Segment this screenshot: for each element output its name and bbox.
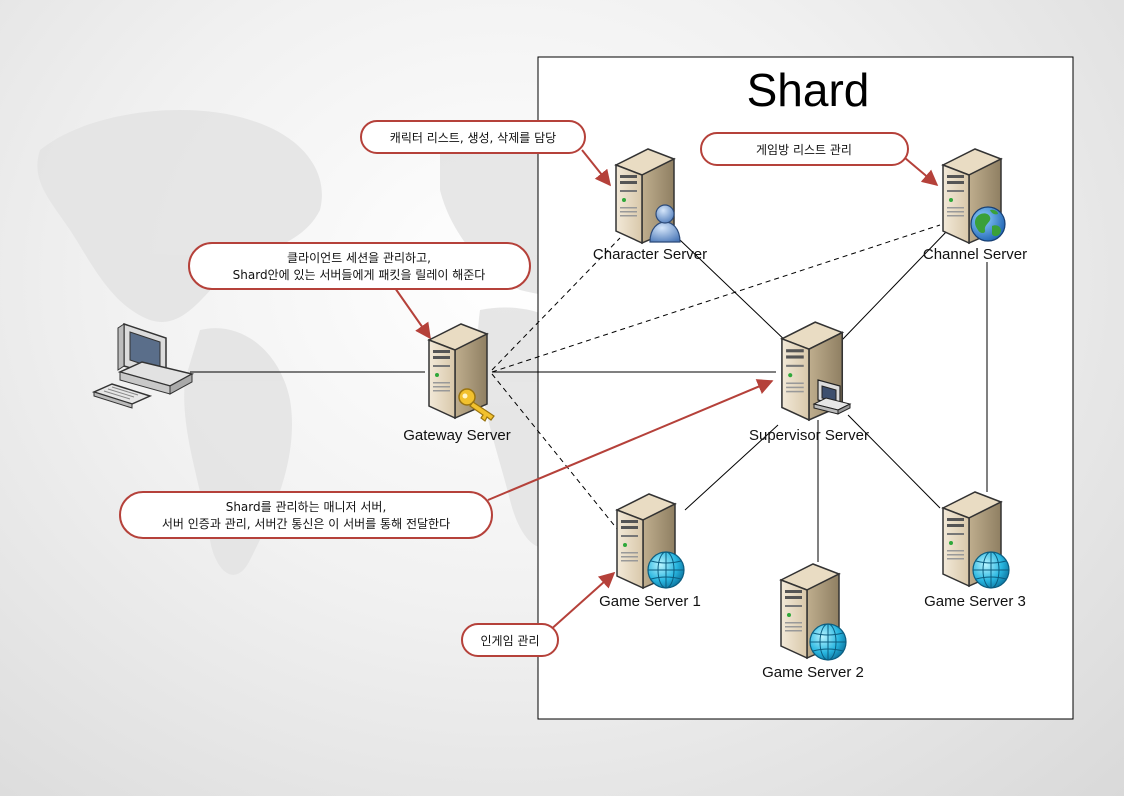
- game-server-1-label: Game Server 1: [599, 593, 701, 610]
- gateway-server-label: Gateway Server: [403, 427, 511, 444]
- character-server-label: Character Server: [593, 246, 707, 263]
- game-server-1-node[interactable]: Game Server 1: [599, 493, 701, 610]
- supervisor-server-node[interactable]: Supervisor Server: [749, 321, 869, 444]
- globe-icon: [647, 551, 685, 589]
- game-server-2-label: Game Server 2: [762, 664, 864, 681]
- channel-server-node[interactable]: Channel Server: [923, 148, 1027, 263]
- callout-gateway-line1: 클라이언트 세션을 관리하고,: [287, 251, 431, 265]
- callout-game1-text: 인게임 관리: [480, 634, 539, 648]
- game-server-2-node[interactable]: Game Server 2: [762, 563, 864, 681]
- globe-icon: [809, 623, 847, 661]
- globe-icon: [972, 551, 1010, 589]
- callout-supervisor-line2: 서버 인증과 관리, 서버간 통신은 이 서버를 통해 전달한다: [162, 517, 450, 531]
- callout-gateway-line2: Shard안에 있는 서버들에게 패킷을 릴레이 해준다: [233, 268, 486, 282]
- server-tower-icon: [428, 323, 488, 419]
- shard-title: Shard: [747, 64, 870, 116]
- client-computer-icon: [91, 322, 195, 409]
- gateway-server-node[interactable]: Gateway Server: [403, 323, 511, 444]
- callout-character: 캐릭터 리스트, 생성, 삭제를 담당: [360, 120, 586, 154]
- key-icon: [458, 388, 495, 422]
- callout-supervisor-line1: Shard를 관리하는 매니저 서버,: [226, 500, 387, 514]
- game-server-3-node[interactable]: Game Server 3: [924, 491, 1026, 610]
- callout-channel-text: 게임방 리스트 관리: [756, 143, 852, 157]
- channel-server-label: Channel Server: [923, 246, 1027, 263]
- connection-lines: [190, 229, 988, 562]
- callout-gateway: 클라이언트 세션을 관리하고, Shard안에 있는 서버들에게 패킷을 릴레이…: [188, 242, 531, 290]
- terminal-icon: [812, 379, 852, 415]
- callout-channel: 게임방 리스트 관리: [700, 132, 909, 166]
- user-badge-icon: [649, 204, 681, 243]
- earth-globe-icon: [970, 206, 1006, 242]
- supervisor-server-label: Supervisor Server: [749, 427, 869, 444]
- character-server-node[interactable]: Character Server: [593, 148, 707, 263]
- callout-arrows: [394, 149, 939, 633]
- game-server-3-label: Game Server 3: [924, 593, 1026, 610]
- callout-character-text: 캐릭터 리스트, 생성, 삭제를 담당: [390, 131, 556, 145]
- callout-game1: 인게임 관리: [461, 623, 559, 657]
- dashed-lines: [491, 224, 941, 531]
- callout-supervisor: Shard를 관리하는 매니저 서버, 서버 인증과 관리, 서버간 통신은 이…: [119, 491, 493, 539]
